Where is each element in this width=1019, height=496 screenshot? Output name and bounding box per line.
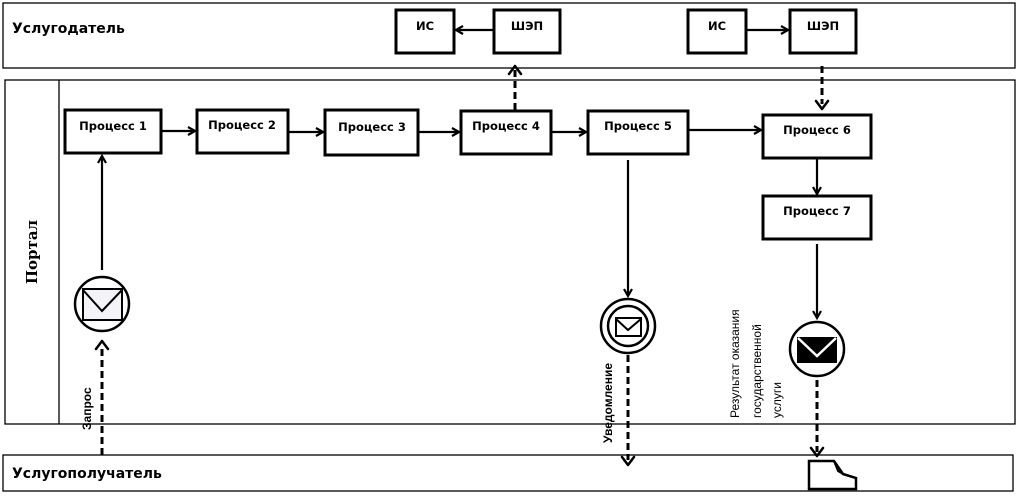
- lane-portal: Портал: [4, 79, 1016, 425]
- envelope-filled-circle-icon: [788, 320, 846, 378]
- provider-box-shep-1: ШЭП: [492, 8, 562, 55]
- process-6: Процесс 6: [761, 113, 873, 160]
- label-request: Запрос: [80, 387, 94, 430]
- svg-text:ШЭП: ШЭП: [807, 19, 839, 33]
- lane-provider-border: [2, 2, 1016, 69]
- label-result-line3: услуги: [770, 382, 784, 418]
- lane-recipient-label: Услугополучатель: [12, 466, 162, 482]
- lane-provider-label: Услугодатель: [12, 21, 125, 37]
- svg-text:ШЭП: ШЭП: [511, 19, 543, 33]
- lane-portal-label: Портал: [23, 219, 41, 284]
- provider-box-shep-2: ШЭП: [788, 8, 858, 55]
- label-notification: Уведомление: [601, 363, 615, 443]
- svg-text:Процесс 7: Процесс 7: [783, 204, 851, 218]
- process-3: Процесс 3: [323, 108, 420, 157]
- lane-recipient-border: [2, 454, 1014, 492]
- process-7: Процесс 7: [761, 194, 873, 241]
- provider-box-is-2: ИС: [686, 8, 748, 55]
- svg-text:ИС: ИС: [708, 19, 726, 33]
- lane-provider: Услугодатель: [2, 2, 1016, 69]
- document-icon: [807, 459, 858, 491]
- svg-text:Процесс 5: Процесс 5: [604, 119, 672, 133]
- lane-portal-border: [4, 79, 1016, 425]
- svg-text:Процесс 4: Процесс 4: [472, 119, 540, 133]
- svg-text:Процесс 1: Процесс 1: [79, 119, 147, 133]
- process-5: Процесс 5: [586, 109, 690, 156]
- process-1: Процесс 1: [63, 108, 163, 155]
- envelope-double-circle-icon: [599, 297, 657, 355]
- process-2: Процесс 2: [195, 108, 290, 155]
- svg-text:Процесс 3: Процесс 3: [338, 120, 406, 134]
- svg-text:Процесс 2: Процесс 2: [208, 118, 276, 132]
- svg-text:ИС: ИС: [416, 19, 434, 33]
- envelope-circle-icon: [73, 275, 131, 333]
- lane-recipient: Услугополучатель: [2, 454, 1014, 492]
- svg-text:Процесс 6: Процесс 6: [783, 123, 851, 137]
- process-4: Процесс 4: [459, 109, 553, 156]
- provider-box-is-1: ИС: [394, 8, 456, 55]
- label-result-line2: государственной: [750, 324, 764, 418]
- label-result-line1: Результат оказания: [728, 309, 742, 418]
